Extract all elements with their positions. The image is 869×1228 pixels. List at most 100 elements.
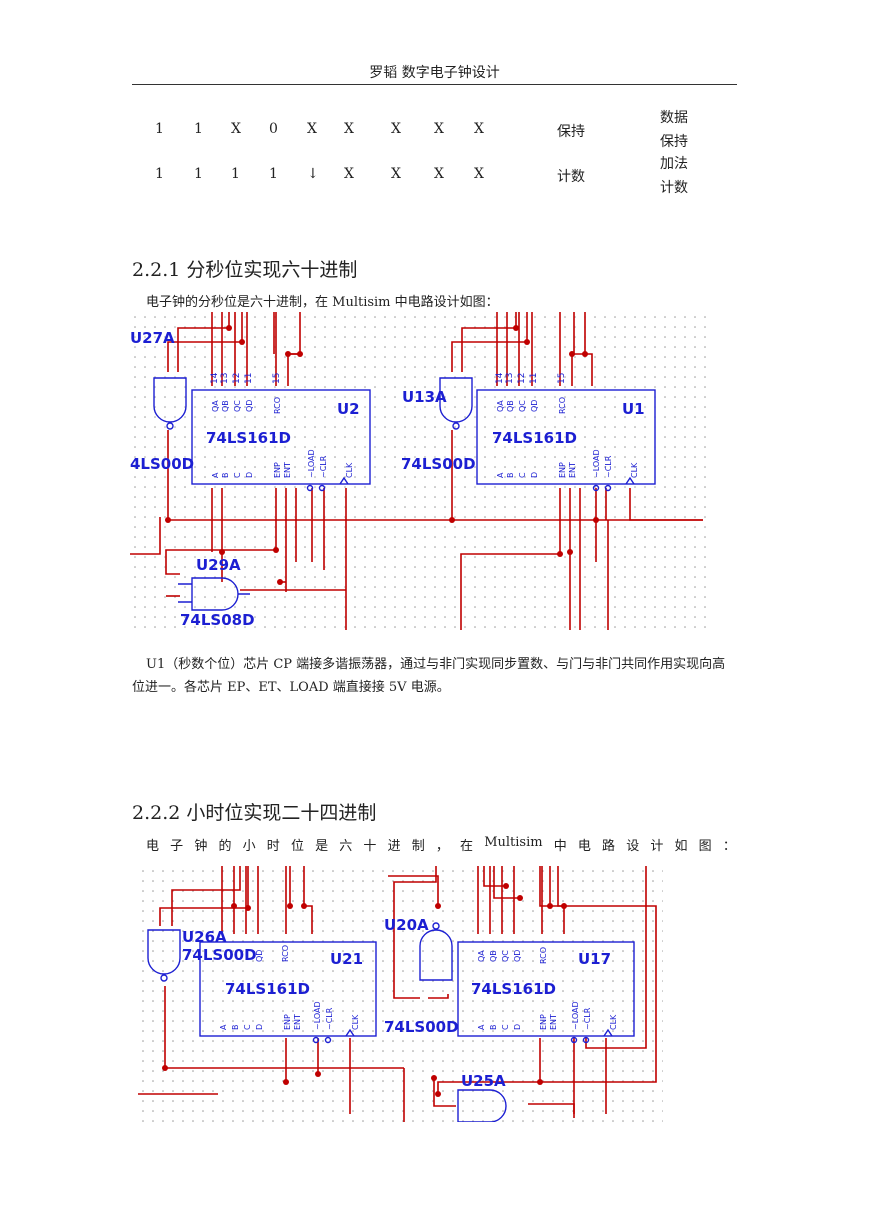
intro-word: 在	[460, 839, 474, 854]
pin-label: CLK	[609, 1014, 618, 1030]
gate-label: U25A	[461, 1072, 506, 1090]
pin-label: D	[530, 472, 539, 478]
pin-label: C	[518, 472, 527, 478]
intro-word: 计	[650, 839, 664, 854]
pin-number: 14	[210, 372, 220, 384]
cell: X	[474, 121, 484, 137]
cell: X	[344, 121, 354, 137]
pin-label: RCO	[273, 397, 282, 414]
pin-label: ~LOAD	[313, 1001, 322, 1030]
pin-label: B	[221, 473, 230, 479]
pin-label: QD	[530, 400, 539, 412]
gate-type-label: 74LS00D	[182, 946, 257, 964]
pin-label: A	[211, 472, 220, 478]
intro-word: 制	[411, 839, 425, 854]
pin-label: A	[496, 472, 505, 478]
pin-label: QC	[501, 950, 510, 962]
pin-label: ~LOAD	[592, 449, 601, 478]
pin-label: ~CLR	[319, 455, 328, 478]
pin-number: 12	[232, 373, 242, 384]
schematic-minute-second: U27A U13A U29A 4LS00D 74LS00D 74LS08D U2…	[130, 312, 710, 630]
pin-label: QB	[221, 400, 230, 412]
pin-label: ~CLR	[583, 1007, 592, 1030]
pin-label: B	[489, 1025, 498, 1031]
pin-label: ENP	[558, 462, 567, 478]
pin-label: ENP	[273, 462, 282, 478]
pin-label: ENP	[283, 1014, 292, 1030]
pin-labels-u2: QA QB QC QD RCO A B C D ENP ENT ~LOAD ~C…	[211, 397, 354, 478]
pin-label: C	[501, 1024, 510, 1030]
pin-label: D	[513, 1024, 522, 1030]
pin-label: CLK	[630, 462, 639, 478]
junction-dots	[165, 325, 599, 585]
pin-number: 12	[517, 373, 527, 384]
pin-label: C	[243, 1024, 252, 1030]
pin-label: ENT	[293, 1014, 302, 1030]
desc-cell: 加法	[660, 156, 688, 172]
cell: 1	[155, 121, 164, 137]
cell: 1	[155, 166, 164, 182]
cell: ↓	[307, 166, 319, 182]
pin-label: QD	[255, 950, 264, 962]
pin-label: A	[219, 1024, 228, 1030]
chip-type-label: 74LS161D	[206, 429, 291, 447]
intro-word: 时	[266, 839, 280, 854]
intro-word: ，	[435, 839, 449, 854]
gate-label: U13A	[402, 388, 447, 406]
gate-type-label: 74LS08D	[180, 611, 255, 629]
gate-label: U20A	[384, 916, 429, 934]
cell: 0	[269, 121, 278, 137]
pin-label: CLK	[351, 1014, 360, 1030]
pin-label: ENT	[568, 462, 577, 478]
cell: X	[434, 166, 444, 182]
intro-word: Multisim	[484, 835, 543, 850]
desc-cell: 数据	[660, 110, 688, 126]
pin-label: ~CLR	[604, 455, 613, 478]
pin-label: QD	[513, 950, 522, 962]
pin-label: QC	[518, 400, 527, 412]
pin-label: B	[231, 1025, 240, 1031]
pin-label: ENT	[549, 1014, 558, 1030]
pin-label: QB	[506, 400, 515, 412]
pin-labels-u1: QA QB QC QD RCO A B C D ENP ENT ~LOAD ~C…	[496, 397, 639, 478]
gate-type-label: 4LS00D	[130, 455, 194, 473]
pin-label: ~LOAD	[571, 1001, 580, 1030]
pin-label: ENP	[539, 1014, 548, 1030]
intro-word: ：	[722, 839, 736, 854]
schematic-hour: U26A U20A U25A 74LS00D 74LS00D U21 U17 7…	[138, 866, 663, 1122]
cell: 1	[269, 166, 278, 182]
intro-word: 的	[218, 839, 232, 854]
intro-word: 电	[146, 839, 160, 854]
pin-numbers: 14 13 12 11 15 14 13 12 11 15	[210, 372, 567, 384]
gate-type-label: 74LS00D	[384, 1018, 459, 1036]
intro-word: 位	[290, 839, 304, 854]
pin-labels-u21: A B C D ENP ENT ~LOAD ~CLR CLK RCO QD	[219, 945, 360, 1030]
chip-label: U17	[578, 950, 611, 968]
cell: 1	[194, 166, 203, 182]
pin-label: QA	[477, 950, 486, 962]
cell: X	[344, 166, 354, 182]
pin-label: C	[233, 472, 242, 478]
intro-word: 进	[387, 839, 401, 854]
pin-number: 15	[557, 373, 567, 384]
cell: X	[307, 121, 317, 137]
pin-label: D	[245, 472, 254, 478]
intro-word: 图	[698, 839, 712, 854]
intro-word: 路	[602, 839, 616, 854]
pin-label: QD	[245, 400, 254, 412]
pin-number: 11	[244, 373, 254, 384]
intro-word: 十	[363, 839, 377, 854]
pin-number: 15	[272, 373, 282, 384]
cell: X	[434, 121, 444, 137]
intro-word: 中	[553, 839, 567, 854]
intro-word: 钟	[194, 839, 208, 854]
pin-label: RCO	[539, 947, 548, 964]
section-body: U1（秒数个位）芯片 CP 端接多谐振荡器，通过与非门实现同步置数、与门与非门共…	[132, 657, 726, 695]
pin-label: CLK	[345, 462, 354, 478]
pin-number: 11	[529, 373, 539, 384]
cell: X	[391, 121, 401, 137]
gate-label: U26A	[182, 928, 227, 946]
pin-label: ENT	[283, 462, 292, 478]
chip-type-label: 74LS161D	[471, 980, 556, 998]
pin-label: ~LOAD	[307, 449, 316, 478]
